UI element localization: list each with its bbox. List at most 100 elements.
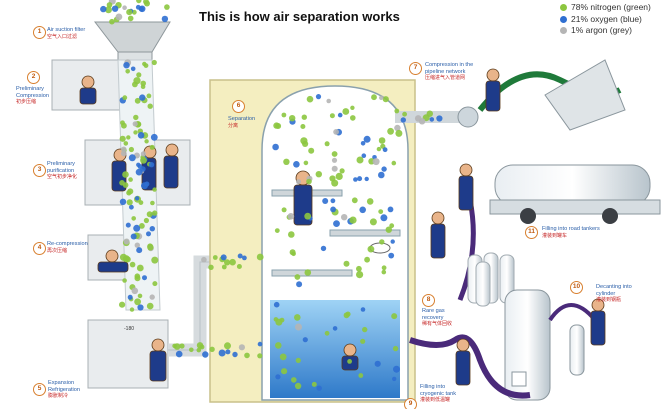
worker-cryogenic [455,338,471,386]
valve-wheel [457,106,479,128]
molecule [122,95,128,101]
molecule [229,258,236,266]
molecule [388,252,395,259]
molecule [330,198,336,204]
molecule [315,94,322,100]
step-label-cn: 灌装到钢瓶 [596,297,622,304]
molecule [133,114,139,121]
molecule [287,213,295,220]
molecule [143,217,149,224]
molecule [291,251,296,257]
step-label: Filling into cryogenic tank [420,384,457,397]
molecule [236,264,242,269]
molecule [350,105,355,111]
molecule [289,115,296,122]
step-number: 9 [404,398,417,409]
molecule [274,228,280,234]
molecule [100,5,107,13]
molecule [244,352,250,359]
molecule [134,242,140,248]
molecule [315,171,322,178]
molecule [302,337,308,343]
molecule [288,231,295,238]
worker-pipeline [485,68,501,112]
molecule [296,179,301,185]
molecule [387,127,394,135]
molecule [136,72,142,78]
step-label: Rare gas recovery [422,308,445,321]
molecule [140,151,146,157]
worker-rare-gas [430,211,446,259]
molecule [272,143,279,151]
molecule [119,135,126,142]
molecule [119,253,128,261]
molecule [333,129,339,135]
molecule [372,158,380,166]
molecule [111,5,119,12]
molecule [133,224,141,232]
legend-item-oxygen: 21% oxygen (blue) [560,14,651,26]
molecule [123,141,129,146]
molecule [363,135,371,143]
oxygen-swatch [560,15,567,23]
molecule [343,312,350,319]
molecule [126,9,133,16]
molecule [144,181,150,187]
molecule [371,94,377,101]
molecule [357,176,363,182]
molecule [131,287,139,295]
molecule [122,278,127,283]
molecule [347,359,352,364]
molecule [291,377,297,383]
step-number: 6 [232,100,245,113]
step-number: 4 [33,242,46,255]
molecule [208,264,214,270]
molecule [202,351,209,358]
molecule [330,206,336,213]
molecule [132,81,138,88]
molecule [296,281,303,288]
step-9-cryogenic-tank: 9 Filling into cryogenic tank 灌装到低温罐 [404,384,466,409]
molecule [134,298,142,306]
step-number: 7 [409,62,422,75]
molecule [128,146,134,153]
step-label-cn: 初步压缩 [16,99,37,106]
molecule [350,115,356,121]
molecule [105,6,112,14]
step-label: Filling into road tankers [542,226,600,232]
molecule [385,226,392,233]
legend: 78% nitrogen (green) 21% oxygen (blue) 1… [560,2,651,37]
molecule [304,212,312,220]
molecule [331,157,338,163]
molecule [125,222,131,228]
molecule [220,254,227,261]
step-10-decanting-cylinder: 10 Decanting into cylinder 灌装到钢瓶 [570,281,634,304]
molecule [136,247,143,254]
step-2-preliminary-compression: 2 Preliminary Compression 初步压缩 [16,71,61,106]
air-intake-funnel [93,21,171,61]
molecule [147,103,153,109]
molecule [418,118,426,125]
molecule [382,96,389,103]
molecule [133,130,138,135]
molecule [326,98,332,104]
molecule [127,188,134,195]
legend-label-oxygen: 21% oxygen (blue) [571,13,642,24]
molecule [361,153,367,158]
molecule [320,245,327,252]
molecule [150,200,155,206]
molecule [301,114,307,120]
molecule [369,218,377,226]
molecule [152,281,158,287]
step-number: 2 [27,71,40,84]
molecule [189,347,194,353]
molecule [356,265,362,272]
molecule [152,210,158,216]
molecule [400,117,406,123]
molecule [164,4,170,10]
molecule [134,273,141,280]
molecule [341,214,348,221]
molecule [201,256,207,263]
worker-tanker [458,163,474,211]
